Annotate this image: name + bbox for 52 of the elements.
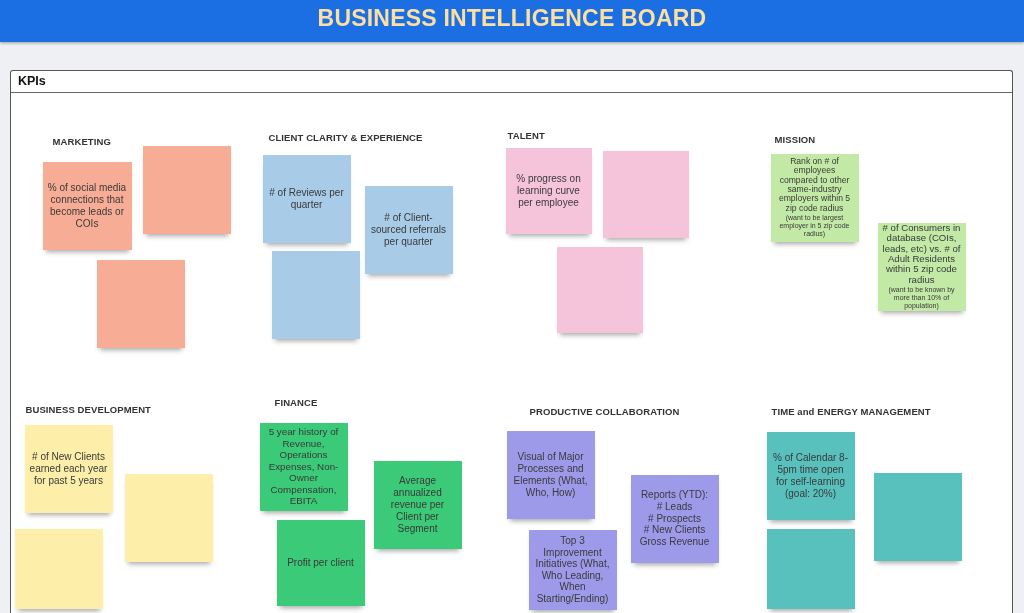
section-heading: TALENT — [507, 129, 545, 141]
sticky-note — [271, 250, 360, 339]
section-heading: PRODUCTIVE COLLABORATION — [529, 405, 680, 417]
sticky-note — [276, 519, 365, 606]
note-text: Visual of Major Processes and Elements (What, Who, How) — [512, 450, 589, 499]
sticky-note — [259, 422, 348, 511]
note-text: Profit per client — [287, 556, 354, 569]
sticky-note — [364, 185, 453, 274]
sticky-note — [873, 472, 962, 561]
sticky-note — [373, 460, 462, 549]
sticky-note — [766, 528, 855, 609]
note-text: # of Consumers in database (COIs, leads, etc) vs. # of Adult Residents within 5 zip code radius — [881, 222, 962, 286]
note-text: # Leads — [656, 500, 693, 513]
note-text: # of Reviews per quarter — [268, 186, 345, 211]
note-text: Top 3 Improvement Initiatives (What, Who Leading, When Starting/Ending) — [534, 535, 611, 604]
sticky-note — [262, 154, 351, 243]
board-title: BUSINESS INTELLIGENCE BOARD — [317, 4, 707, 32]
note-text: # New Clients — [643, 524, 706, 537]
sticky-note — [142, 145, 231, 234]
sticky-note — [556, 246, 643, 333]
sticky-note — [42, 161, 132, 250]
sticky-note — [506, 430, 595, 519]
note-text: # Prospects — [648, 512, 701, 525]
section-heading: MARKETING — [52, 135, 111, 147]
section-heading: CLIENT CLARITY & EXPERIENCE — [268, 131, 423, 143]
section-heading: TIME and ENERGY MANAGEMENT — [771, 405, 931, 417]
note-text: % progress on learning curve per employee — [515, 172, 582, 209]
note-text: Gross Revenue — [639, 536, 710, 548]
note-text: 5 year history of Revenue, Operations Expenses, Non-Owner Compensation, EBITA — [267, 426, 340, 507]
sticky-note — [602, 150, 689, 238]
sticky-note — [528, 529, 617, 610]
note-text: % of Calendar 8-5pm time open for self-learning (goal: 20%) — [771, 451, 849, 500]
section-heading: MISSION — [774, 133, 816, 145]
note-text: # of New Clients earned each year for past 5 years — [28, 450, 109, 487]
section-heading: FINANCE — [274, 396, 318, 408]
sticky-note — [24, 424, 113, 513]
board-frame — [10, 70, 1013, 613]
sticky-note — [770, 153, 859, 242]
sticky-note — [124, 473, 213, 562]
sticky-note — [505, 147, 592, 234]
sticky-note — [630, 474, 719, 563]
note-text: Average annualized revenue per Client per Segment — [389, 474, 446, 535]
panel-title: KPIs — [18, 74, 46, 89]
note-text: # of Client-sourced referrals per quarter — [370, 211, 447, 248]
sticky-note — [877, 222, 966, 311]
note-text: Reports (YTD): — [640, 489, 709, 501]
sticky-note — [96, 259, 185, 348]
note-text: % of social media connections that become leads or COIs — [46, 181, 128, 230]
sticky-note — [766, 431, 855, 520]
section-heading: BUSINESS DEVELOPMENT — [25, 403, 152, 415]
sticky-note — [14, 528, 103, 609]
note-text: Rank on # of employees compared to other same-industry employers within 5 zip code radius — [777, 157, 852, 213]
